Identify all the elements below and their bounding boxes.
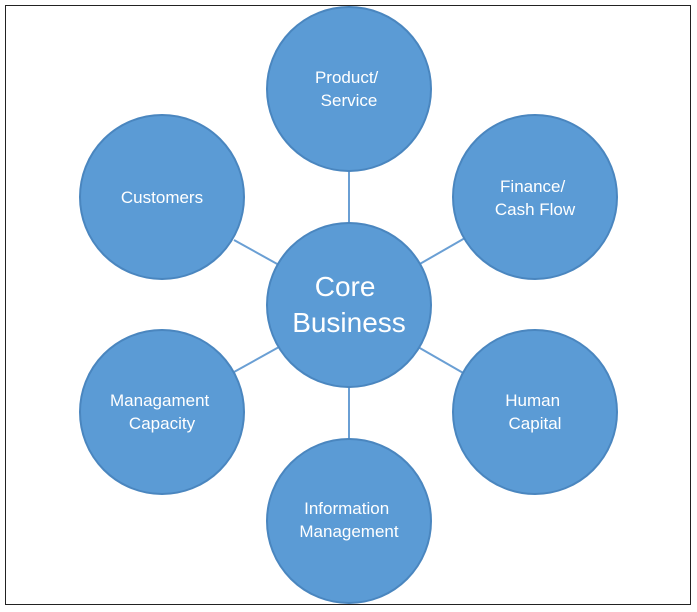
node-information: Information Management xyxy=(266,438,432,604)
node-core-business-label: Core Business xyxy=(292,271,406,338)
connector-human xyxy=(417,346,466,375)
connectors xyxy=(233,171,466,440)
node-human-label: Human Capital xyxy=(505,391,565,433)
node-customers: Customers xyxy=(79,114,245,280)
node-finance: Finance/ Cash Flow xyxy=(452,114,618,280)
connector-management xyxy=(233,346,280,373)
connector-finance xyxy=(417,237,466,266)
node-management: Managament Capacity xyxy=(79,329,245,495)
node-finance-label: Finance/ Cash Flow xyxy=(495,177,576,219)
node-customers-label: Customers xyxy=(121,188,203,207)
node-management-label: Managament Capacity xyxy=(110,391,214,433)
node-product: Product/ Service xyxy=(266,6,432,172)
connector-customers xyxy=(233,239,280,266)
node-core-business: Core Business xyxy=(266,222,432,388)
node-information-label: Information Management xyxy=(299,499,399,541)
node-human: Human Capital xyxy=(452,329,618,495)
node-product-label: Product/ Service xyxy=(315,68,383,110)
